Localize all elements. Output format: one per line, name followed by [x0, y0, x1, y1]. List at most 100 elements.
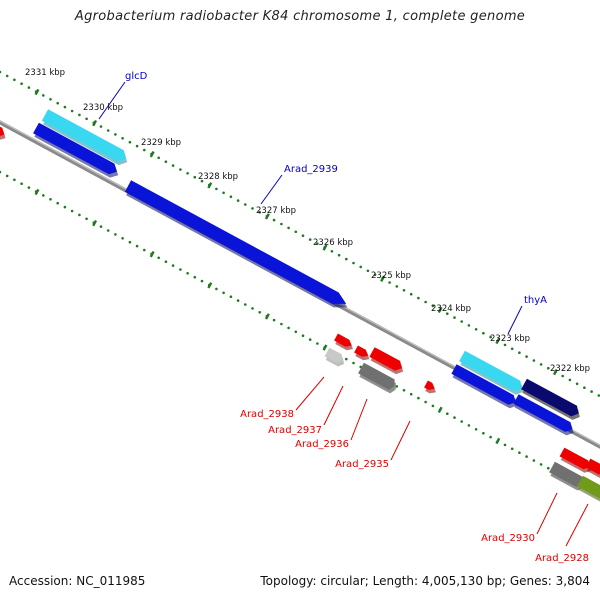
gene-label-Arad-2937: Arad_2937: [268, 425, 322, 436]
minor-tick: [236, 299, 240, 302]
minor-tick: [20, 82, 23, 85]
gene-label-Arad-2928: Arad_2928: [535, 553, 589, 564]
kbp-label: 2327 kbp: [256, 206, 296, 216]
minor-tick: [27, 86, 31, 89]
kbp-label: 2330 kbp: [83, 103, 123, 113]
major-tick: [34, 88, 40, 96]
gene-label-Arad-2930: Arad_2930: [481, 533, 535, 544]
minor-tick: [431, 404, 435, 408]
major-tick: [34, 188, 40, 196]
minor-tick: [424, 300, 427, 304]
minor-tick: [186, 272, 189, 275]
minor-tick: [453, 416, 456, 419]
minor-tick: [482, 431, 485, 435]
minor-tick: [547, 466, 550, 470]
gene-gray-2: [549, 461, 583, 487]
major-tick: [437, 406, 443, 414]
minor-tick: [482, 331, 485, 335]
minor-tick: [460, 320, 464, 323]
leader-line: [507, 305, 523, 335]
gene-label-Arad-2939: Arad_2939: [284, 164, 338, 175]
minor-tick: [193, 175, 197, 179]
minor-tick: [251, 307, 254, 310]
minor-tick: [236, 199, 240, 202]
minor-tick: [337, 253, 341, 257]
minor-tick: [583, 386, 586, 390]
minor-tick: [409, 392, 413, 396]
minor-tick: [70, 209, 74, 213]
minor-tick: [301, 234, 305, 237]
minor-tick: [193, 275, 197, 279]
minor-tick: [467, 324, 471, 327]
minor-tick: [135, 244, 139, 248]
minor-tick: [417, 296, 420, 300]
minor-tick: [366, 269, 370, 273]
gene-Arad-2930: [559, 447, 591, 470]
minor-tick: [164, 260, 168, 264]
minor-tick: [114, 133, 117, 136]
major-tick: [380, 275, 386, 282]
minor-tick: [272, 318, 276, 322]
minor-tick: [85, 117, 88, 121]
minor-tick: [316, 342, 319, 345]
map-title: Agrobacterium radiobacter K84 chromosome…: [74, 9, 526, 24]
minor-tick: [49, 98, 52, 101]
minor-tick: [474, 328, 478, 331]
gene-Arad-2936: [369, 347, 402, 371]
gene-label-Arad-2935: Arad_2935: [335, 459, 389, 470]
minor-tick: [49, 198, 52, 201]
minor-tick: [229, 195, 233, 198]
minor-tick: [5, 174, 9, 178]
minor-tick: [308, 338, 312, 341]
minor-tick: [330, 250, 334, 253]
minor-tick: [164, 160, 168, 163]
kbp-label: 2325 kbp: [371, 271, 411, 281]
minor-tick: [121, 137, 124, 140]
minor-tick: [222, 191, 225, 195]
leader-line: [323, 385, 344, 426]
kbp-label: 2326 kbp: [313, 238, 353, 248]
minor-tick: [345, 257, 348, 261]
minor-tick: [200, 279, 204, 283]
minor-tick: [417, 396, 420, 400]
minor-tick: [244, 303, 247, 306]
minor-tick: [597, 394, 600, 397]
gene-features: [0, 109, 600, 502]
minor-tick: [316, 242, 319, 245]
major-tick: [264, 213, 270, 220]
gene-Arad-2937: [334, 333, 352, 347]
minor-tick: [78, 113, 81, 117]
minor-tick: [171, 264, 175, 267]
minor-tick: [510, 447, 514, 451]
kbp-label: 2329 kbp: [141, 138, 181, 148]
major-tick: [322, 244, 328, 251]
minor-tick: [179, 268, 182, 271]
minor-tick: [63, 205, 67, 209]
minor-tick: [352, 361, 355, 365]
kbp-labels: 2331 kbp 2330 kbp 2329 kbp 2328 kbp 2327…: [25, 68, 590, 374]
minor-tick: [539, 363, 543, 366]
gene-label-thyA: thyA: [524, 295, 547, 306]
minor-tick: [128, 140, 132, 144]
minor-tick: [143, 148, 146, 152]
minor-tick: [308, 238, 312, 241]
minor-tick: [280, 222, 283, 226]
minor-tick: [280, 322, 283, 326]
minor-tick: [510, 347, 514, 351]
minor-tick: [251, 207, 254, 210]
gene-red-small: [354, 345, 369, 357]
minor-tick: [388, 281, 391, 284]
leader-line: [98, 81, 126, 120]
gene-label-Arad-2936: Arad_2936: [295, 439, 349, 450]
minor-tick: [42, 194, 45, 197]
minor-tick: [114, 233, 117, 236]
minor-tick: [525, 455, 528, 458]
minor-tick: [20, 182, 23, 185]
minor-tick: [157, 156, 160, 160]
major-tick: [322, 344, 328, 351]
kbp-label: 2331 kbp: [25, 68, 65, 78]
major-tick: [92, 119, 98, 127]
minor-tick: [424, 400, 427, 404]
minor-tick: [135, 144, 139, 148]
